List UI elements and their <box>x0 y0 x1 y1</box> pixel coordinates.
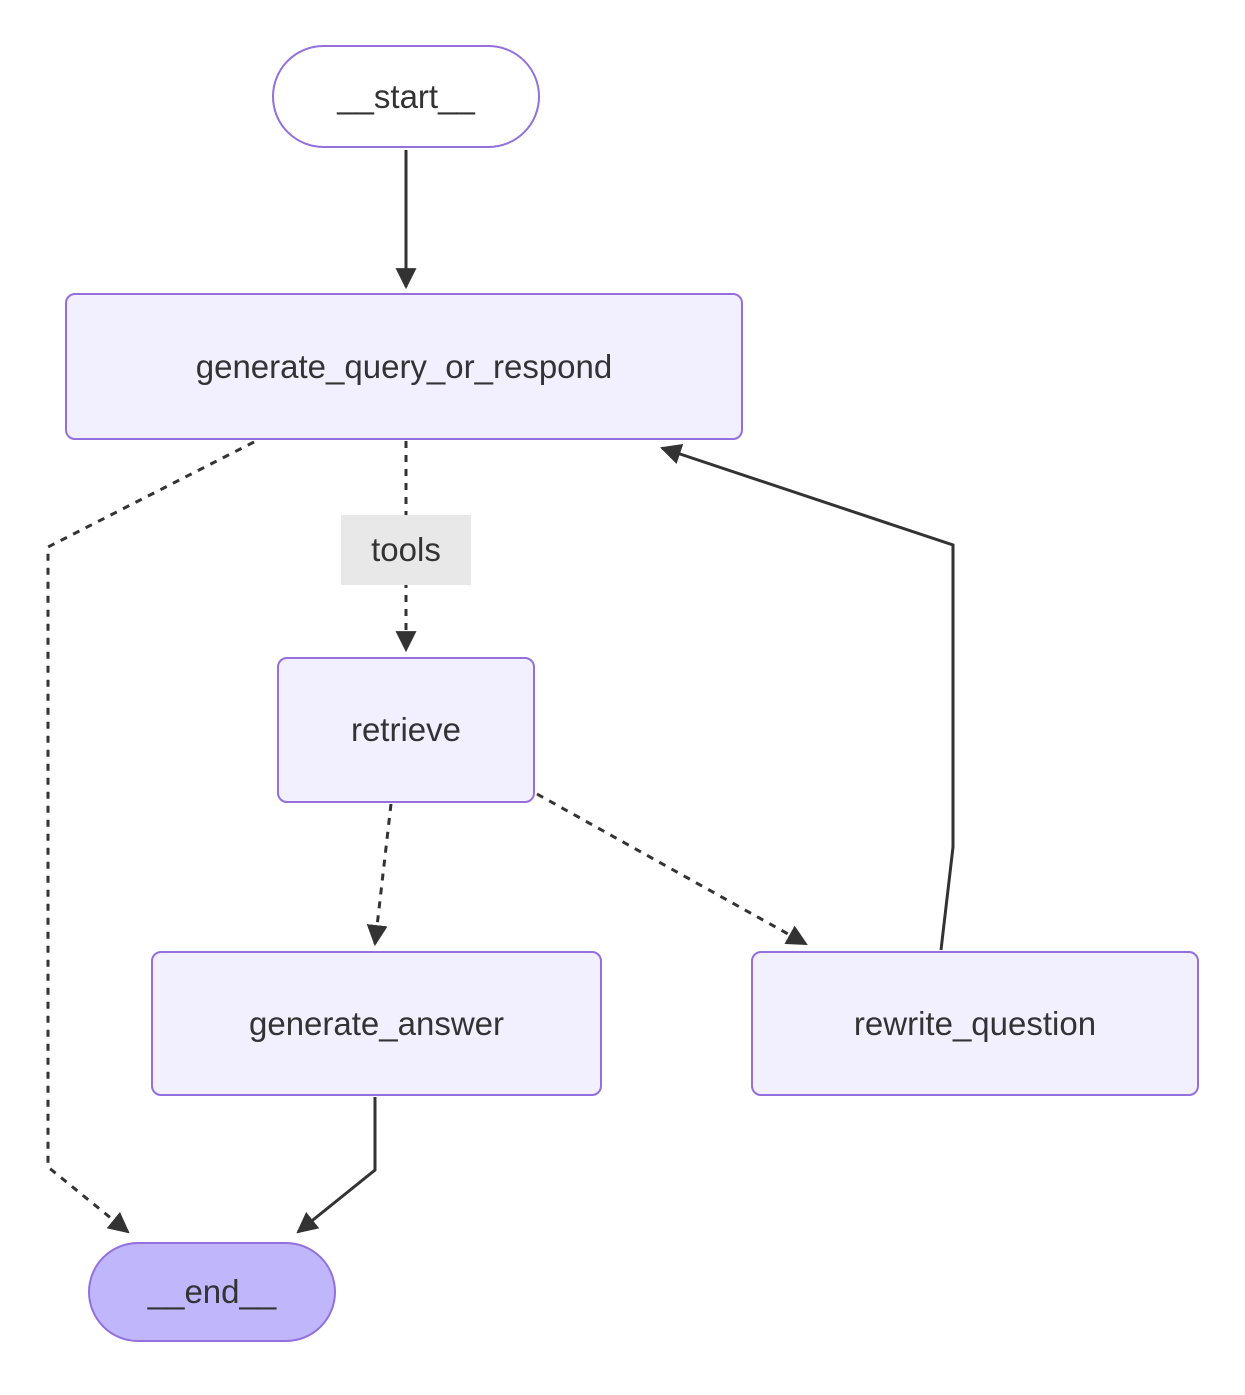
edge-generate-answer-to-end <box>296 1097 377 1234</box>
edge-generate-to-end <box>46 440 255 1234</box>
edge-label-tools-text: tools <box>371 531 441 569</box>
node-retrieve: retrieve <box>277 657 535 803</box>
edge-retrieve-to-rewrite-question <box>536 792 808 946</box>
node-start: __start__ <box>272 45 540 148</box>
node-generate-query-or-respond-label: generate_query_or_respond <box>195 347 613 385</box>
edge-rewrite-question-to-generate <box>660 444 955 951</box>
edge-retrieve-to-generate-answer <box>366 803 393 947</box>
edge-label-tools: tools <box>341 515 471 585</box>
node-rewrite-question: rewrite_question <box>751 951 1199 1096</box>
node-start-label: __start__ <box>337 77 475 115</box>
node-end-label: __end__ <box>147 1273 277 1311</box>
node-generate-answer-label: generate_answer <box>248 1004 504 1042</box>
node-rewrite-question-label: rewrite_question <box>853 1004 1097 1042</box>
node-retrieve-label: retrieve <box>350 711 462 749</box>
node-end: __end__ <box>88 1242 336 1342</box>
node-generate-answer: generate_answer <box>151 951 602 1096</box>
node-generate-query-or-respond: generate_query_or_respond <box>65 293 743 440</box>
